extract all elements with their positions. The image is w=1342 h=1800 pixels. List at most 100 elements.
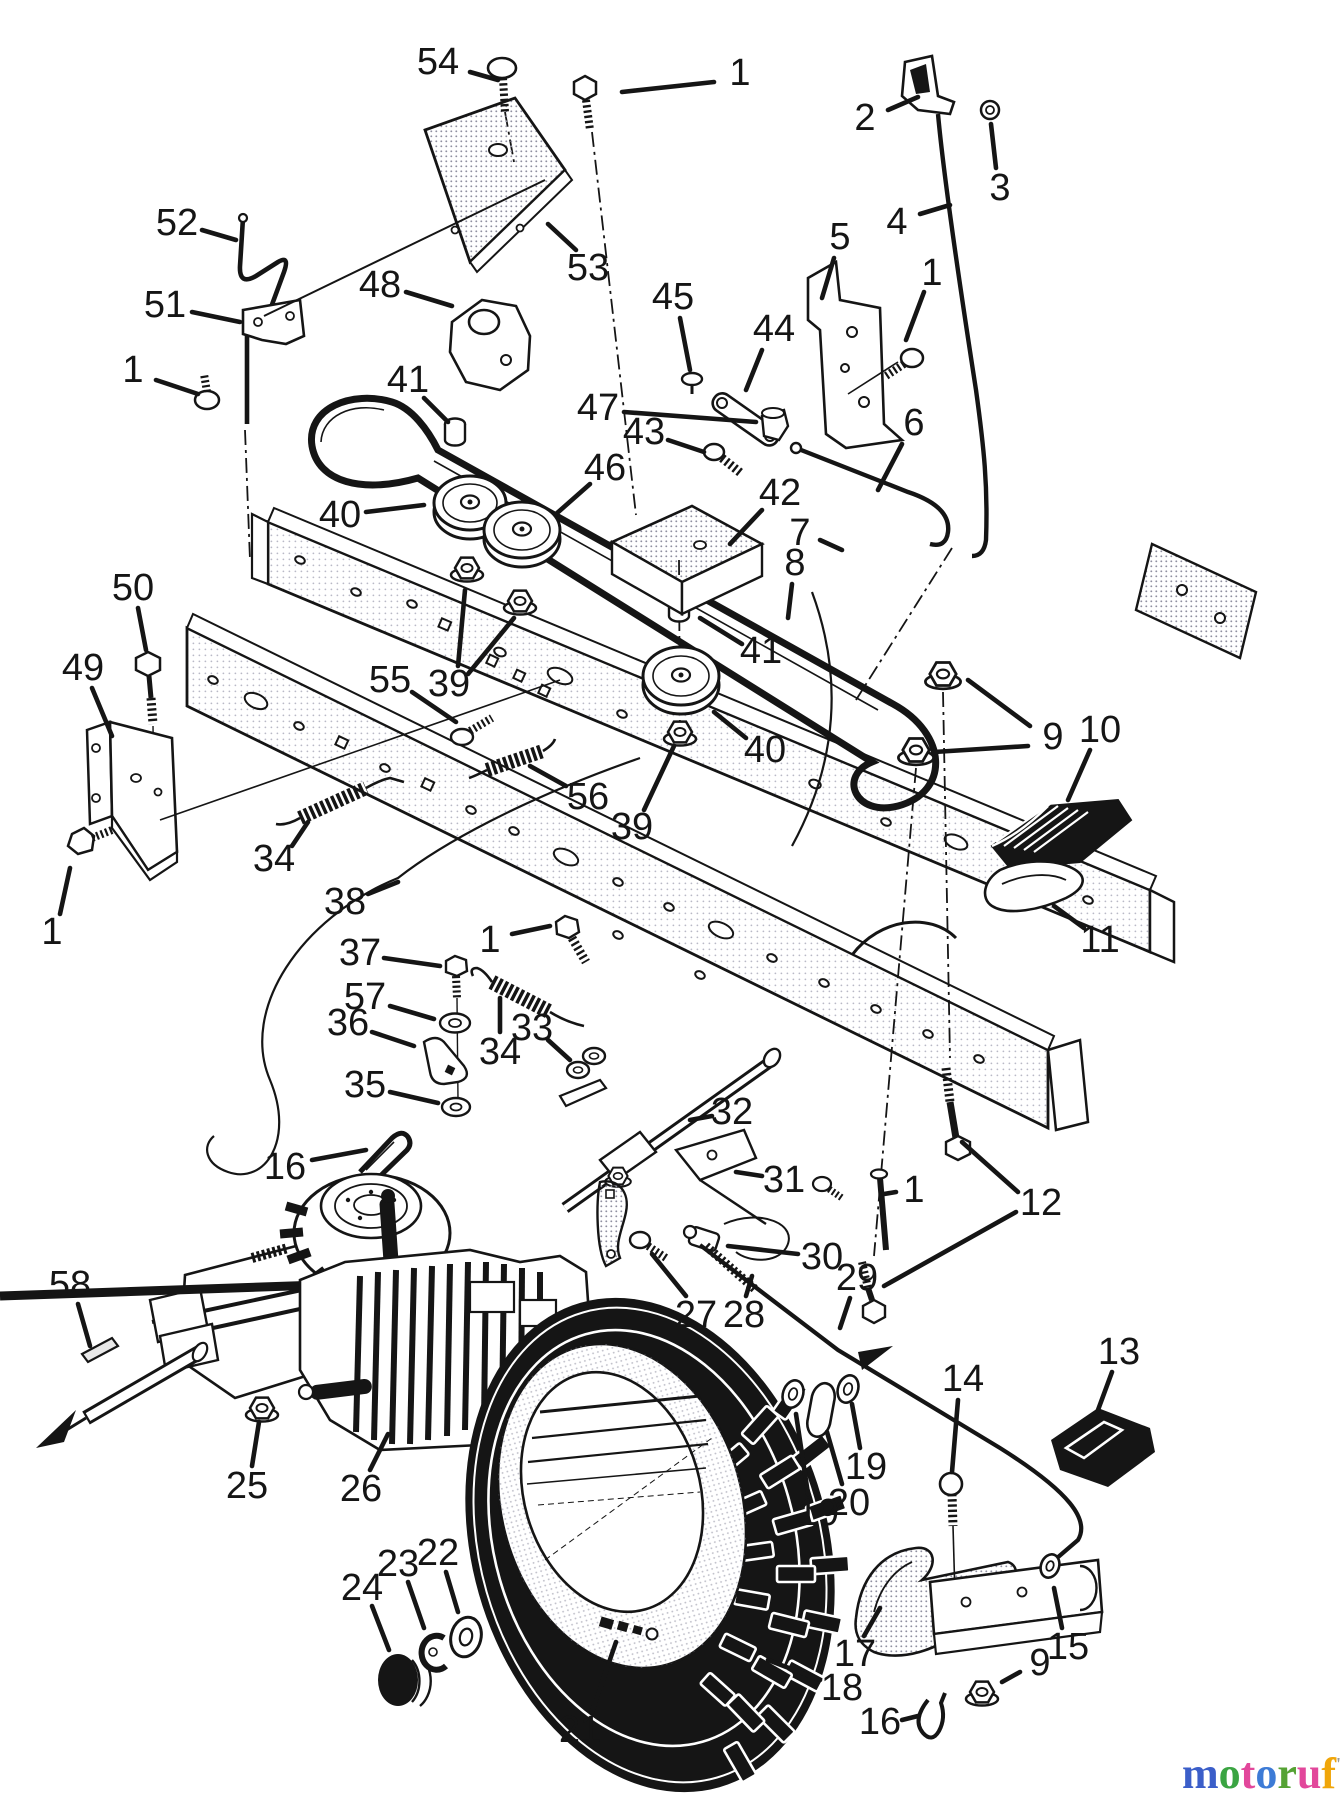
screw-27 (628, 1230, 669, 1262)
callout-leader-1 (509, 923, 553, 937)
callout-number-35: 35 (344, 1064, 386, 1106)
callout-leader-26 (367, 1431, 391, 1473)
bracket-49 (85, 720, 179, 882)
callout-leader-45 (677, 315, 693, 373)
callout-number-58: 58 (49, 1264, 91, 1306)
callout-leader-13 (1095, 1369, 1115, 1413)
bolt-14 (938, 1471, 964, 1597)
callout-number-46: 46 (584, 447, 626, 489)
screw-55 (449, 714, 495, 747)
callout-leader-41 (421, 395, 451, 425)
callout-number-20: 20 (828, 1482, 870, 1524)
callout-number-27: 27 (675, 1294, 717, 1336)
clutch-cable-38 (206, 756, 641, 1176)
callout-number-39: 39 (611, 806, 653, 848)
callout-leader-42 (727, 507, 765, 547)
callout-number-16: 16 (859, 1701, 901, 1743)
bolt-1-top (572, 74, 598, 131)
callout-leader-19 (849, 1401, 863, 1451)
callout-number-9: 9 (1029, 1642, 1050, 1684)
callout-number-4: 4 (886, 201, 907, 243)
callout-leader-11 (1051, 903, 1087, 931)
callout-number-50: 50 (112, 567, 154, 609)
callout-leader-5 (819, 255, 837, 301)
callout-number-16: 16 (264, 1146, 306, 1188)
callout-number-36: 36 (327, 1002, 369, 1044)
callout-number-1: 1 (479, 919, 500, 961)
belt-keeper-8 (791, 591, 833, 847)
callout-number-23: 23 (377, 1543, 419, 1585)
callout-number-40: 40 (319, 494, 361, 536)
cable-upper (263, 179, 546, 317)
callout-leader-46 (553, 481, 593, 517)
callout-leader-38 (365, 879, 401, 897)
callout-leader-39 (465, 615, 517, 677)
callout-leader-49 (89, 685, 115, 739)
callout-number-56: 56 (567, 776, 609, 818)
callout-number-37: 37 (339, 932, 381, 974)
spacer-set-19-20 (781, 1374, 860, 1439)
callout-leader-36 (369, 1029, 417, 1049)
screw-small-frame (811, 1175, 844, 1201)
callout-number-9: 9 (1042, 716, 1063, 758)
callout-number-1: 1 (921, 252, 942, 294)
callout-leader-34 (289, 819, 311, 849)
callout-number-3: 3 (989, 167, 1010, 209)
callout-number-1: 1 (903, 1169, 924, 1211)
pedal-13 (1051, 1408, 1155, 1487)
screw-1-right (883, 347, 925, 380)
callout-leader-28 (743, 1273, 755, 1299)
callout-number-17: 17 (834, 1633, 876, 1675)
callout-leader-1 (57, 865, 73, 917)
bolt-1-bracket49 (66, 826, 114, 856)
callout-leader-12 (959, 1139, 1021, 1195)
watermark-logo[interactable]: motoruf'.de (1182, 1749, 1342, 1798)
rear-cross-support (1134, 542, 1258, 660)
callout-number-49: 49 (62, 647, 104, 689)
callout-number-41: 41 (740, 630, 782, 672)
bracket-2 (900, 54, 956, 116)
callout-number-19: 19 (845, 1446, 887, 1488)
callout-number-2: 2 (854, 97, 875, 139)
bolt-1-spring (554, 914, 590, 965)
washer-35 (440, 1096, 472, 1118)
e-ring-23 (418, 1632, 449, 1673)
callout-leader-1 (619, 79, 717, 95)
callout-number-47: 47 (577, 387, 619, 429)
callout-leader-50 (135, 605, 149, 653)
callout-number-18: 18 (821, 1667, 863, 1709)
callout-leader-25 (249, 1419, 262, 1469)
callout-leader-15 (1051, 1585, 1065, 1631)
callout-leader-57 (387, 1003, 437, 1022)
control-rod-6 (789, 441, 951, 547)
bracket-48 (448, 298, 532, 392)
callout-number-14: 14 (942, 1358, 984, 1400)
callout-number-45: 45 (652, 276, 694, 318)
wheel-barrel-lines (526, 1394, 713, 1561)
speed-rod-29 (698, 1243, 1084, 1566)
callout-number-19: 19 (797, 1492, 839, 1534)
callout-number-52: 52 (156, 202, 198, 244)
screw-1-left (193, 373, 221, 411)
callout-number-25: 25 (226, 1465, 268, 1507)
nut-39-a (449, 556, 485, 583)
callout-number-57: 57 (344, 976, 386, 1018)
callout-number-15: 15 (1047, 1626, 1089, 1668)
bracket-5 (806, 259, 905, 450)
callout-leader-40 (711, 709, 749, 741)
callout-leader-1 (153, 377, 201, 397)
callout-leader-39 (641, 743, 677, 813)
spring-56 (468, 738, 557, 780)
watermark-text[interactable]: motoruf'.de (1182, 1749, 1342, 1798)
callout-leader-4 (917, 202, 953, 217)
callout-leader-44 (743, 347, 765, 393)
callout-number-24: 24 (341, 1567, 383, 1609)
washer-57 (438, 1012, 472, 1034)
callout-number-6: 6 (903, 402, 924, 444)
callout-leader-1 (903, 289, 927, 343)
push-nut-45 (680, 371, 704, 394)
callout-leader-56 (527, 763, 569, 789)
